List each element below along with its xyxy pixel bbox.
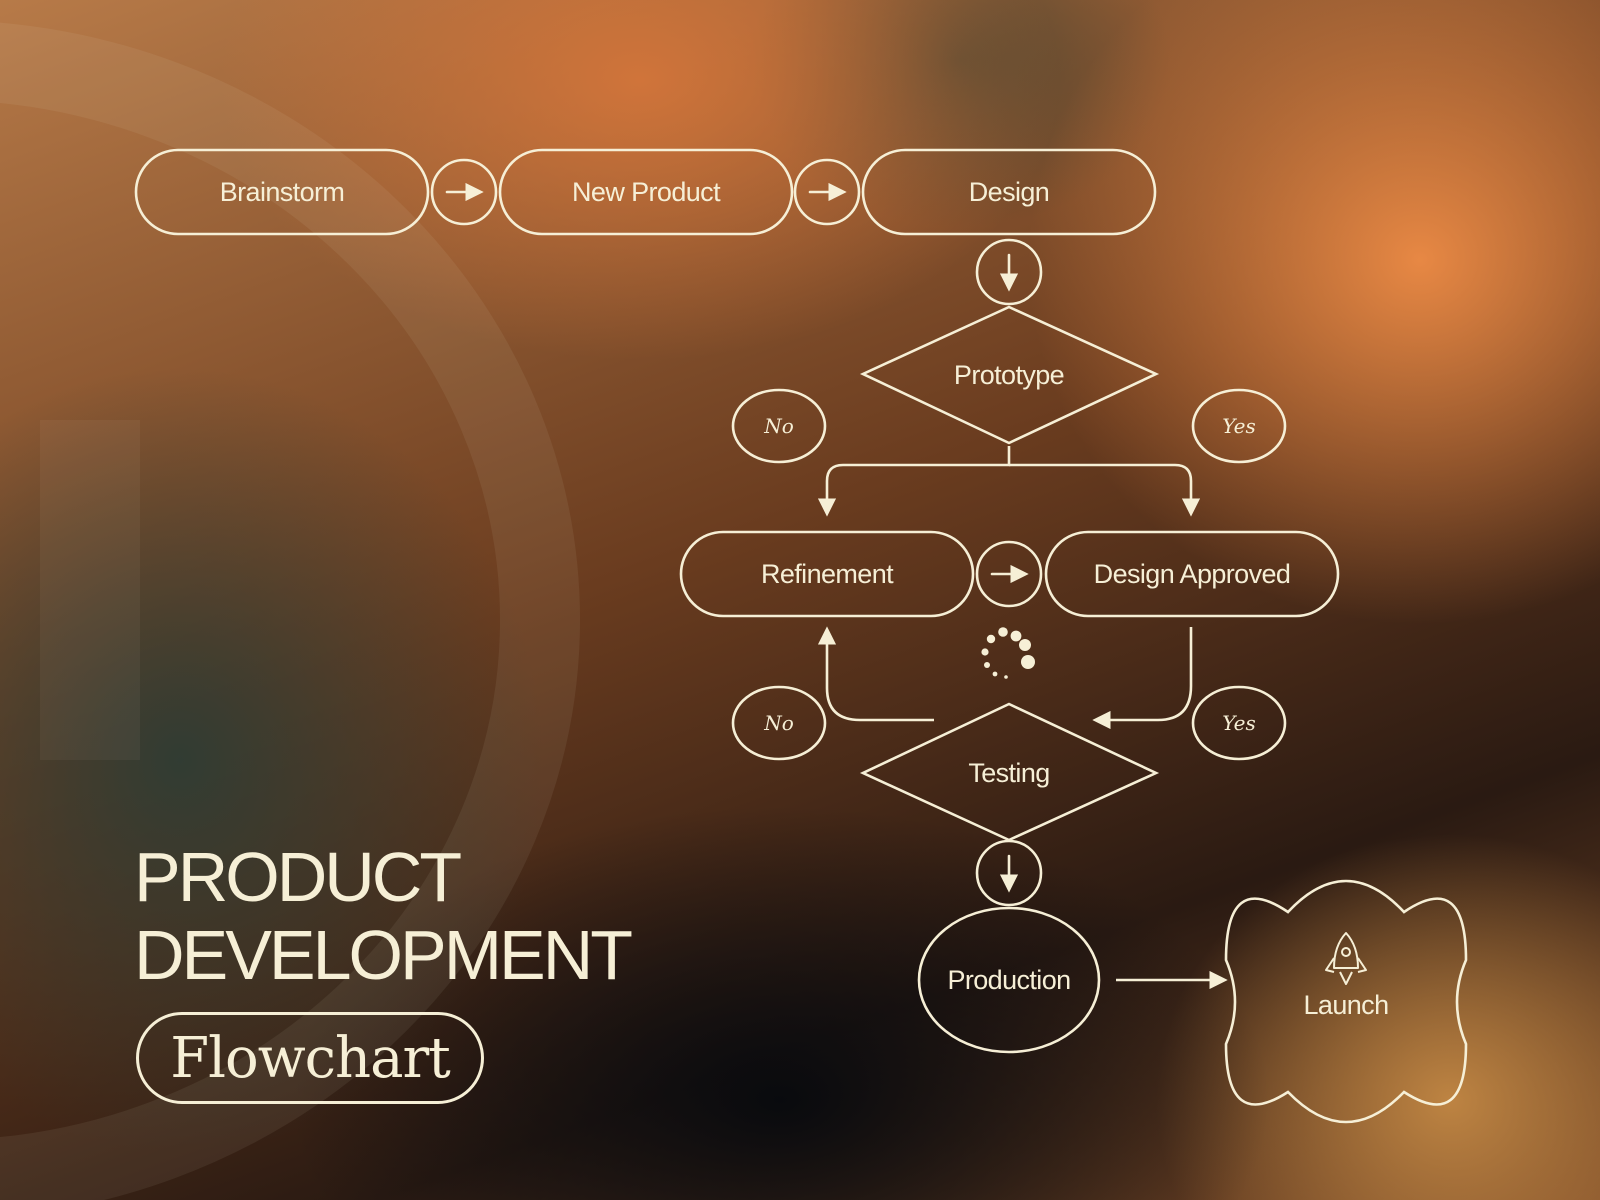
prototype-label: Prototype xyxy=(953,359,1065,390)
testing-no-badge xyxy=(731,685,827,761)
prototype-node xyxy=(859,305,1160,445)
design-approved-node xyxy=(1044,530,1340,618)
design-approved-label: Design Approved xyxy=(1093,558,1291,589)
arrow-right-icon xyxy=(430,158,498,226)
flowchart-tag: Flowchart xyxy=(136,1012,484,1104)
launch-node xyxy=(1224,879,1468,1124)
new-product-node xyxy=(498,148,794,236)
brainstorm-node xyxy=(134,148,430,236)
testing-yes-badge xyxy=(1191,685,1287,761)
production-label: Production xyxy=(947,964,1071,995)
brainstorm-label: Brainstorm xyxy=(219,176,345,207)
refinement-label: Refinement xyxy=(760,558,894,589)
new-product-label: New Product xyxy=(572,176,721,207)
prototype-no-badge xyxy=(731,388,827,464)
page-title: PRODUCT DEVELOPMENT xyxy=(134,838,694,994)
rocket-icon xyxy=(1325,932,1367,985)
launch-label: Launch xyxy=(1303,989,1390,1020)
testing-yes-label: Yes xyxy=(1222,711,1256,735)
prototype-yes-label: Yes xyxy=(1222,414,1256,438)
prototype-yes-badge xyxy=(1191,388,1287,464)
arrow-down-icon xyxy=(975,238,1043,306)
title-line-2: DEVELOPMENT xyxy=(134,916,633,994)
arrow-right-icon xyxy=(793,158,861,226)
testing-label: Testing xyxy=(968,757,1050,788)
production-node xyxy=(917,906,1101,1054)
prototype-no-label: No xyxy=(764,414,794,438)
arrow-down-icon xyxy=(975,839,1043,907)
loading-spinner-icon xyxy=(981,627,1035,679)
design-label: Design xyxy=(968,176,1050,207)
design-node xyxy=(861,148,1157,236)
arrow-right-icon xyxy=(975,540,1043,608)
refinement-node xyxy=(679,530,975,618)
testing-no-label: No xyxy=(764,711,794,735)
title-line-1: PRODUCT xyxy=(134,838,462,916)
